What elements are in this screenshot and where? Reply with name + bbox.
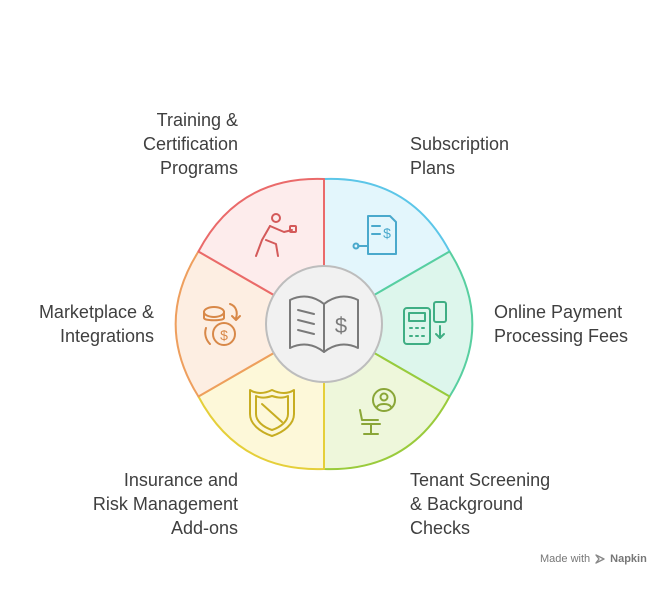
segment-label-tenant: Tenant Screening & Background Checks [410, 470, 551, 538]
made-with-label: Made with [540, 553, 591, 565]
person-presenting-icon [255, 213, 297, 257]
svg-text:$: $ [335, 313, 347, 338]
segment-label-payment: Online Payment Processing Fees [494, 302, 629, 346]
coins-exchange-icon: $ [203, 303, 241, 346]
segment-label-marketplace: Marketplace & Integrations [38, 302, 154, 346]
segment-label-training: Training & Certification Programs [142, 110, 238, 178]
person-chair-icon [359, 388, 396, 435]
segment-payment [323, 250, 474, 398]
svg-text:$: $ [220, 327, 228, 343]
invoice-dollar-icon: $ [352, 215, 397, 255]
payment-terminal-icon [403, 301, 447, 345]
footer: Made with Napkin [540, 553, 647, 565]
open-book-dollar-icon: $ [289, 295, 359, 353]
segment-label-subscription: Subscription Plans [410, 134, 510, 178]
segment-marketplace [174, 250, 325, 398]
svg-text:$: $ [383, 225, 391, 241]
shield-icon [249, 389, 295, 437]
napkin-brand-label: Napkin [610, 553, 647, 565]
napkin-logo-icon [595, 554, 605, 564]
segment-label-insurance: Insurance and Risk Management Add-ons [92, 470, 238, 538]
